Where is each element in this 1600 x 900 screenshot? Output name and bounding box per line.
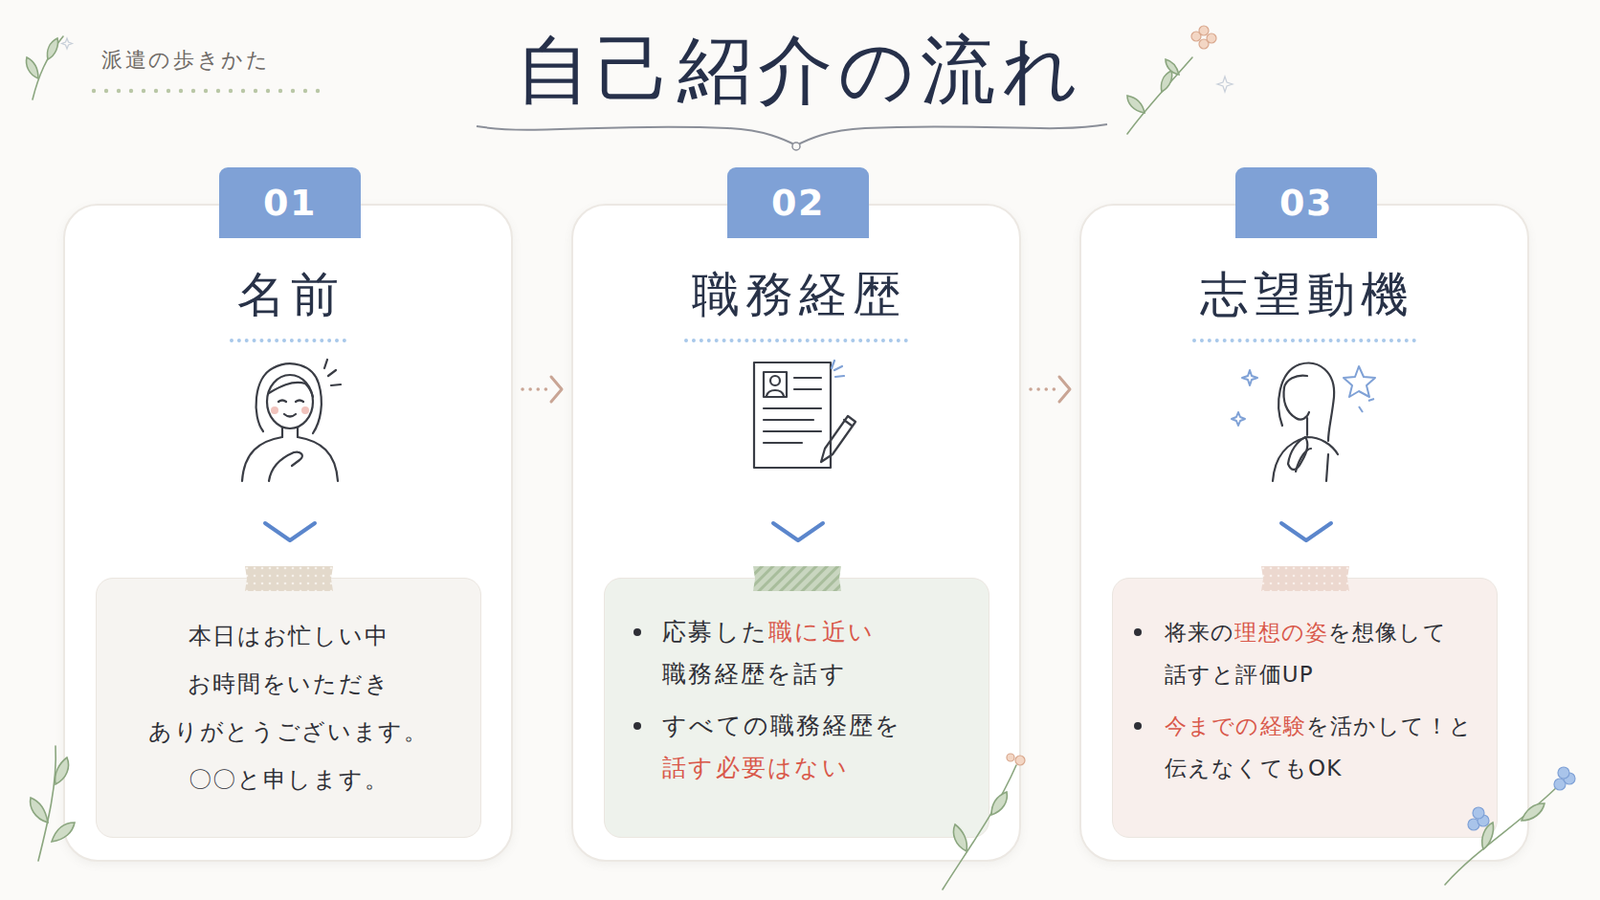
step-card: 志望動機03将来の理想の姿を想像して 話すと評価UP今までの経験を活かして！と … [1079, 203, 1530, 863]
step-number-tab: 01 [219, 167, 361, 239]
label-dots [91, 88, 320, 93]
bullet-text: 応募した職に近い 職務経歴を話す [662, 611, 950, 696]
bullet-row: 今までの経験を活かして！と 伝えなくてもOK [1133, 705, 1497, 790]
washi-tape [751, 564, 844, 594]
step-heading: 名前 [65, 263, 512, 343]
bullet-row: 将来の理想の姿を想像して 話すと評価UP [1133, 611, 1497, 696]
down-chevron [259, 517, 321, 547]
step-number-tab: 03 [1235, 167, 1378, 239]
bullet-dot [633, 722, 642, 731]
bullet-text: 今までの経験を活かして！と 伝えなくてもOK [1164, 705, 1483, 790]
note-text: 本日はお忙しい中 お時間をいただき ありがとうございます。 〇〇と申します。 [111, 612, 467, 804]
bullet-dot [1133, 722, 1142, 731]
note-box: 応募した職に近い 職務経歴を話すすべての職務経歴を 話す必要はない [603, 577, 990, 839]
heading-text: 職務経歴 [684, 263, 909, 343]
step-card: 職務経歴02応募した職に近い 職務経歴を話すすべての職務経歴を 話す必要はない [571, 203, 1022, 863]
heading-text: 志望動機 [1192, 263, 1417, 343]
bullet-text: 将来の理想の姿を想像して 話すと評価UP [1164, 611, 1483, 696]
person-greeting-icon [213, 349, 367, 484]
step-number: 03 [1279, 181, 1334, 224]
bullet-row: 応募した職に近い 職務経歴を話す [633, 611, 989, 696]
step-number: 02 [771, 181, 825, 224]
step-number-tab: 02 [727, 167, 869, 239]
step-card: 名前01本日はお忙しい中 お時間をいただき ありがとうございます。 〇〇と申しま… [63, 203, 513, 863]
flow-arrow [522, 377, 562, 402]
swoosh-bead [792, 142, 800, 151]
bullet-text: すべての職務経歴を 話す必要はない [662, 705, 950, 790]
step-heading: 志望動機 [1081, 263, 1528, 343]
washi-tape [243, 564, 335, 594]
title-text: 自己紹介の流れ [515, 26, 1085, 113]
person-wishing-icon [1215, 349, 1398, 484]
section-label: 派遣の歩きかた [101, 45, 270, 75]
flow-arrow [1030, 377, 1070, 402]
step-heading: 職務経歴 [573, 263, 1020, 343]
note-box: 将来の理想の姿を想像して 話すと評価UP 今までの経験を活かして！と 伝えなくても… [1111, 577, 1498, 839]
bullet-row: すべての職務経歴を 話す必要はない [633, 705, 989, 790]
down-chevron [1275, 517, 1337, 547]
note-box: 本日はお忙しい中 お時間をいただき ありがとうございます。 〇〇と申します。 [95, 577, 482, 839]
title-swoosh [476, 124, 1108, 146]
bullet-dot [633, 628, 642, 637]
bullet-dot [1133, 628, 1142, 637]
washi-tape [1259, 564, 1352, 594]
heading-text: 名前 [229, 263, 347, 343]
step-number: 01 [263, 181, 317, 224]
resume-document-icon [721, 349, 875, 484]
down-chevron [767, 517, 829, 547]
